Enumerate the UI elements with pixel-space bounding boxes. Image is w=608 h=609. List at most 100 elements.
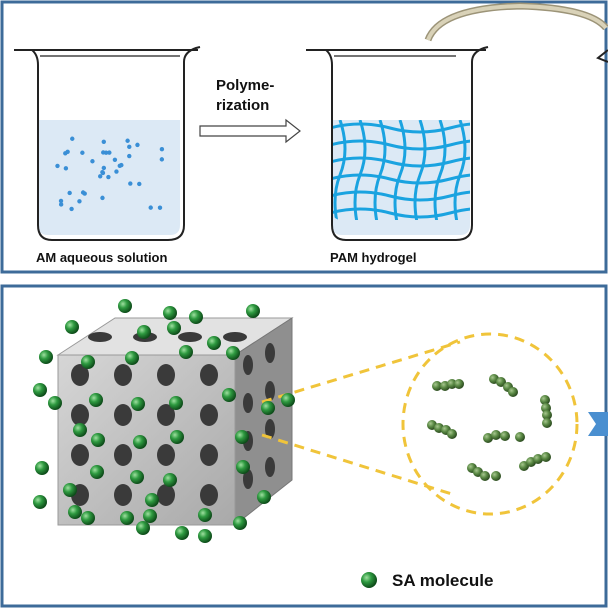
monomer-dot — [128, 181, 133, 186]
pore — [157, 404, 175, 426]
sa-molecule — [90, 465, 104, 479]
monomer-dot — [148, 205, 153, 210]
pore — [200, 364, 218, 386]
pore — [223, 332, 247, 342]
monomer-dot — [135, 142, 140, 148]
beaker1-label: AM aqueous solution — [36, 250, 168, 265]
sa-molecule — [207, 336, 221, 350]
sa-bead — [508, 387, 518, 397]
sa-molecule — [33, 383, 47, 397]
sa-molecule — [261, 401, 275, 415]
sa-molecule — [143, 509, 157, 523]
gel-strand — [353, 120, 367, 220]
hydrogel-network — [332, 120, 470, 220]
pore — [265, 343, 275, 363]
sa-bead — [491, 430, 501, 440]
partial-beaker — [596, 49, 608, 63]
gel-strand — [393, 120, 407, 220]
porous-pam-cube — [56, 317, 294, 527]
pore — [243, 355, 253, 375]
monomer-dot — [100, 169, 105, 175]
monomer-dot — [58, 202, 64, 207]
monomer-dot — [80, 150, 85, 155]
legend-sa-icon — [361, 572, 377, 588]
monomer-dot — [127, 153, 132, 159]
monomer-dot — [101, 139, 106, 144]
top-panel: AM aqueous solution Polyme- rization PAM… — [0, 0, 608, 274]
sa-bead — [432, 381, 442, 391]
sa-molecule — [145, 493, 159, 507]
monomer-dot — [80, 190, 86, 195]
gel-strand — [453, 120, 467, 220]
monomer-dot — [125, 138, 130, 143]
monomer-dot — [70, 136, 75, 141]
monomer-dot — [63, 166, 69, 171]
pore — [200, 444, 218, 466]
monomer-dot — [58, 198, 64, 204]
sa-bead — [515, 432, 525, 442]
monomer-dot — [65, 149, 70, 154]
sa-molecule — [222, 388, 236, 402]
monomer-dot — [159, 146, 165, 152]
sa-molecule — [163, 473, 177, 487]
monomer-dot — [114, 169, 119, 174]
sa-bead — [483, 433, 493, 443]
sa-molecule — [281, 393, 295, 407]
sa-molecule — [236, 460, 250, 474]
sa-molecule — [35, 461, 49, 475]
sa-molecule — [163, 306, 177, 320]
monomer-dot — [90, 159, 95, 164]
pore — [200, 484, 218, 506]
sa-bead — [542, 410, 552, 420]
monomer-dot — [77, 199, 82, 204]
sa-chain — [467, 463, 501, 481]
gel-strand — [332, 207, 470, 219]
sa-molecule — [120, 511, 134, 525]
monomer-dot — [69, 206, 74, 212]
sa-molecule — [136, 521, 150, 535]
sa-bead — [480, 471, 490, 481]
sa-molecule — [73, 423, 87, 437]
gel-strand — [333, 120, 347, 220]
sa-molecule — [65, 320, 79, 334]
pore — [88, 332, 112, 342]
gel-strand — [332, 190, 470, 202]
sa-molecule — [48, 396, 62, 410]
sa-molecule — [226, 346, 240, 360]
sa-molecule — [91, 433, 105, 447]
sa-molecule — [170, 430, 184, 444]
sa-chain — [540, 395, 552, 428]
sa-molecule — [89, 393, 103, 407]
sa-molecule-chains — [427, 374, 552, 481]
sa-bead — [533, 454, 543, 464]
pore — [114, 404, 132, 426]
zoom-indicator — [261, 332, 579, 516]
next-step-arrow — [588, 412, 608, 436]
pore — [200, 404, 218, 426]
sa-molecule — [198, 529, 212, 543]
sa-molecule — [125, 351, 139, 365]
sa-molecule — [189, 310, 203, 324]
sa-chain — [427, 420, 457, 439]
beaker-am-solution — [14, 46, 201, 241]
pore — [71, 404, 89, 426]
sa-molecules — [33, 299, 295, 543]
gel-strand — [332, 156, 470, 168]
sa-chain — [432, 379, 464, 391]
gel-strand — [373, 120, 387, 220]
pore — [114, 444, 132, 466]
monomer-dots — [55, 136, 165, 212]
beaker2-label: PAM hydrogel — [330, 250, 416, 265]
pore — [71, 444, 89, 466]
polymerization-arrow — [199, 118, 301, 144]
sa-molecule — [81, 511, 95, 525]
pore — [114, 484, 132, 506]
sa-molecule — [39, 350, 53, 364]
monomer-dot — [67, 190, 72, 196]
pore — [265, 419, 275, 439]
monomer-dot — [119, 162, 124, 168]
sa-bead — [454, 379, 464, 389]
pore — [157, 484, 175, 506]
sa-molecule — [33, 495, 47, 509]
